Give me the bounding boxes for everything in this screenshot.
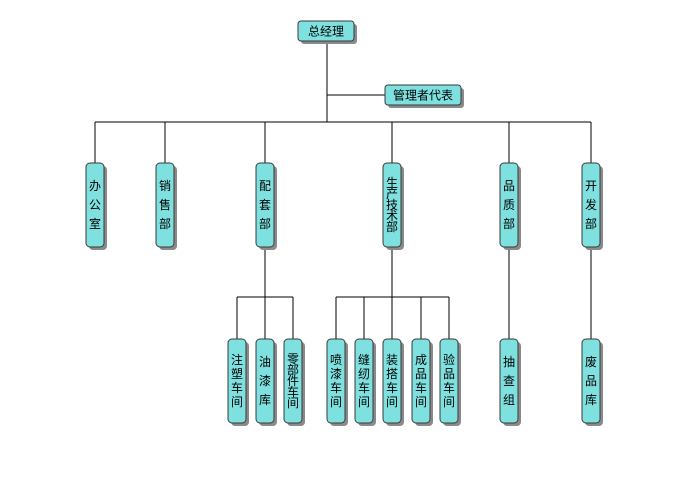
subunit-node-2-0-label: 注塑车间 xyxy=(231,352,243,409)
subunit-node-2-0: 注塑车间 xyxy=(227,338,249,426)
subunit-nodes: 注塑车间 油漆库 零部件车间 喷漆车间 缝纫车间 装搭车间 成品车间 验品车间 抽查组 废品库 xyxy=(227,338,603,426)
subunit-node-3-0: 喷漆车间 xyxy=(326,338,348,426)
subunit-node-3-2: 装搭车间 xyxy=(382,338,404,426)
subunit-node-5-0-label: 废品库 xyxy=(585,354,597,407)
subunit-node-2-2: 零部件车间 xyxy=(283,338,305,426)
dept-node-4-label: 品质部 xyxy=(503,179,515,231)
department-nodes: 办公室 销售部 配套部 生产技术部 品质部 开发部 xyxy=(85,162,603,250)
subunit-node-3-0-label: 喷漆车间 xyxy=(330,353,342,409)
dept-node-5-label: 开发部 xyxy=(585,179,597,231)
dept-node-5: 开发部 xyxy=(581,162,603,250)
subunit-node-3-4: 验品车间 xyxy=(439,338,461,426)
dept-node-3: 生产技术部 xyxy=(382,162,404,250)
subunit-node-2-1-label: 油漆库 xyxy=(259,355,271,407)
node-management-representative-label: 管理者代表 xyxy=(393,88,453,103)
dept-node-1-label: 销售部 xyxy=(159,179,171,231)
connectors xyxy=(94,41,592,339)
node-management-representative: 管理者代表 xyxy=(384,84,464,108)
subunit-node-2-2-label: 零部件车间 xyxy=(287,352,299,410)
dept-node-0: 办公室 xyxy=(85,162,107,250)
subunit-node-3-2-label: 装搭车间 xyxy=(386,353,398,409)
dept-node-2: 配套部 xyxy=(255,162,277,250)
dept-node-0-label: 办公室 xyxy=(89,178,101,231)
dept-node-4: 品质部 xyxy=(499,162,521,250)
dept-node-3-label: 生产技术部 xyxy=(386,176,398,234)
dept-node-2-label: 配套部 xyxy=(259,179,271,231)
node-general-manager-label: 总经理 xyxy=(308,25,344,39)
subunit-node-3-1: 缝纫车间 xyxy=(354,338,376,426)
subunit-node-4-0-label: 抽查组 xyxy=(503,355,515,407)
subunit-node-3-4-label: 验品车间 xyxy=(443,352,455,409)
subunit-node-2-1: 油漆库 xyxy=(255,338,277,426)
node-general-manager: 总经理 xyxy=(297,20,357,44)
subunit-node-4-0: 抽查组 xyxy=(499,338,521,426)
subunit-node-3-1-label: 缝纫车间 xyxy=(358,352,370,409)
subunit-node-3-3-label: 成品车间 xyxy=(415,353,427,409)
subunit-node-5-0: 废品库 xyxy=(581,338,603,426)
dept-node-1: 销售部 xyxy=(155,162,177,250)
subunit-node-3-3: 成品车间 xyxy=(411,338,433,426)
